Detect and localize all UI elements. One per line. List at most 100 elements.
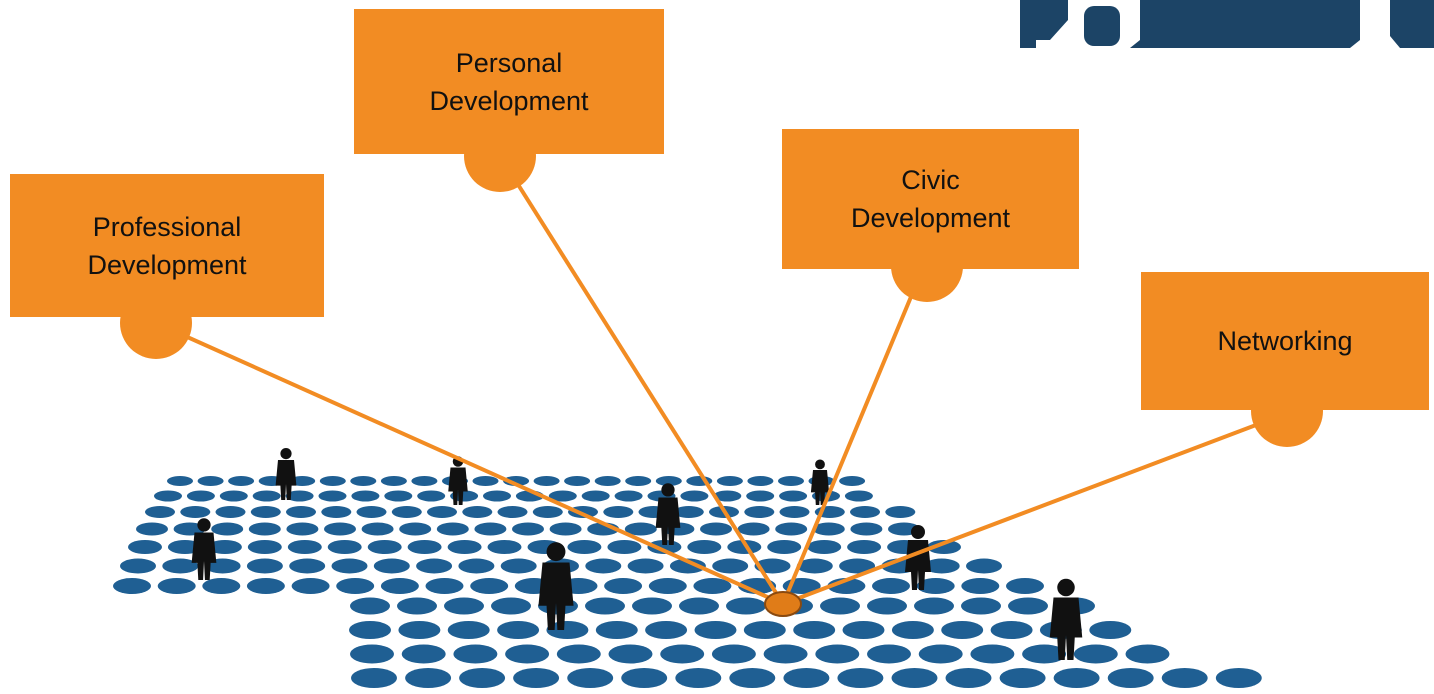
floor-disc [744,506,775,518]
floor-disc [453,644,498,664]
floor-disc [444,597,484,615]
networking-label: Networking [1217,326,1353,356]
floor-disc [436,522,469,536]
floor-disc [585,558,622,574]
floor-disc [885,506,916,518]
floor-disc [727,540,762,554]
floor-disc [812,522,845,536]
floor-disc [927,540,961,554]
floor-disc [970,644,1015,664]
floor-disc [729,668,776,688]
floor-disc [427,506,457,518]
professional-development-box: Professional Development [10,174,324,317]
floor-disc [167,476,193,486]
floor-disc [367,540,402,554]
floor-disc [581,490,610,502]
floor-disc [713,490,742,502]
floor-disc [548,490,577,502]
floor-disc [500,558,537,574]
floor-disc [407,540,442,554]
floor-disc [614,490,643,502]
floor-disc [336,578,375,594]
floor-disc [815,644,860,664]
floor-disc [564,476,591,486]
person-silhouette-icon [655,483,681,545]
floor-disc [842,621,885,639]
floor-disc [669,558,706,574]
floor-disc [246,578,285,594]
floor-disc [891,668,938,688]
floor-disc [675,668,722,688]
floor-disc [839,558,876,574]
floor-disc [447,621,490,639]
floor-disc [793,621,836,639]
personal-development-box: Personal Development [354,9,664,154]
floor-disc [246,558,283,574]
floor-disc [1073,644,1118,664]
floor-disc [778,476,804,486]
floor-disc [286,506,316,518]
floor-disc [1006,578,1044,594]
connector-line [498,154,785,606]
floor-disc [327,540,362,554]
floor-disc [867,644,911,664]
floor-disc [215,506,246,518]
floor-disc [248,522,281,536]
floor-disc [186,490,215,502]
logo-icon [1020,0,1434,48]
floor-disc [157,578,196,594]
floor-disc [497,621,540,639]
floor-disc [844,490,873,502]
floor-disc [625,476,652,486]
connector-line [781,291,915,605]
floor-disc [847,540,882,554]
floor-disc [694,621,737,639]
floor-disc [604,578,643,594]
floor-disc [350,476,377,486]
floor-disc [837,668,884,688]
civic-development-label: Civic Development [850,165,1011,233]
floor-disc [567,668,614,688]
floor-disc [483,490,511,502]
floor-disc [202,578,241,594]
floor-disc [648,578,687,594]
floor-disc [679,597,719,615]
floor-disc [850,522,883,536]
floor-disc [384,490,413,502]
floor-disc [180,506,211,518]
floor-disc [923,558,960,574]
floor-disc [627,558,664,574]
floor-disc [405,668,452,688]
floor-disc [693,578,732,594]
floor-disc [350,644,394,664]
floor-disc [594,476,621,486]
floor-disc [351,490,380,502]
floor-disc [250,506,281,518]
floor-disc [990,621,1033,639]
floor-disc [546,621,589,639]
floor-disc [807,540,842,554]
floor-disc [380,578,419,594]
floor-disc [1215,668,1262,688]
floor-disc [447,540,482,554]
floor-disc [673,506,704,518]
person-silhouette-icon [191,518,217,580]
floor-disc [945,668,992,688]
floor-disc [645,621,688,639]
floor-disc [1107,668,1154,688]
floor-disc [737,522,770,536]
floor-disc [319,476,346,486]
floor-disc [850,506,880,518]
floor-disc [763,644,808,664]
floor-disc [491,597,531,615]
floor-disc [416,558,453,574]
floor-disc [397,597,437,615]
floor-disc [796,558,833,574]
floor-disc [608,644,653,664]
floor-disc [867,597,907,615]
floor-disc [711,644,756,664]
floor-disc [872,578,910,594]
floor-disc [287,540,322,554]
floor-disc [624,522,657,536]
